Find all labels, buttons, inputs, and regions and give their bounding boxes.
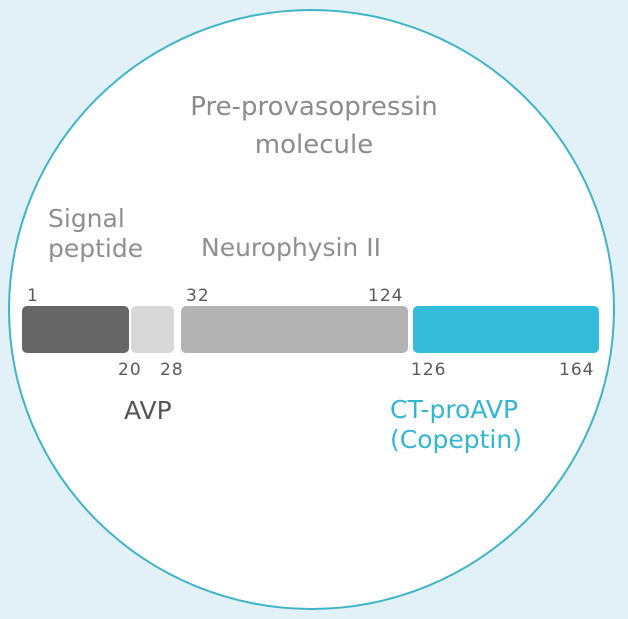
copeptin-segment — [413, 306, 599, 353]
signal-peptide-segment — [22, 306, 129, 353]
ctproavp-label-line-1: CT-proAVP — [390, 395, 519, 424]
signal-peptide-label-line-2: peptide — [48, 234, 144, 263]
avp-segment — [131, 306, 174, 353]
position-126: 126 — [411, 360, 447, 380]
title-line-1: Pre-provasopressin — [190, 92, 438, 122]
diagram-title: Pre-provasopressin molecule — [0, 88, 628, 164]
position-20: 20 — [118, 360, 142, 380]
ctproavp-label-line-2: (Copeptin) — [390, 425, 522, 454]
position-28: 28 — [160, 360, 184, 380]
position-1: 1 — [27, 286, 39, 306]
signal-peptide-label: Signal peptide — [48, 204, 143, 264]
avp-label: AVP — [124, 396, 172, 425]
neurophysin-segment — [181, 306, 408, 353]
position-124: 124 — [368, 286, 404, 306]
title-line-2: molecule — [254, 130, 374, 160]
position-164: 164 — [559, 360, 595, 380]
ctproavp-label: CT-proAVP (Copeptin) — [390, 395, 522, 455]
neurophysin-label: Neurophysin II — [201, 233, 381, 262]
position-32: 32 — [186, 286, 210, 306]
signal-peptide-label-line-1: Signal — [48, 204, 125, 233]
